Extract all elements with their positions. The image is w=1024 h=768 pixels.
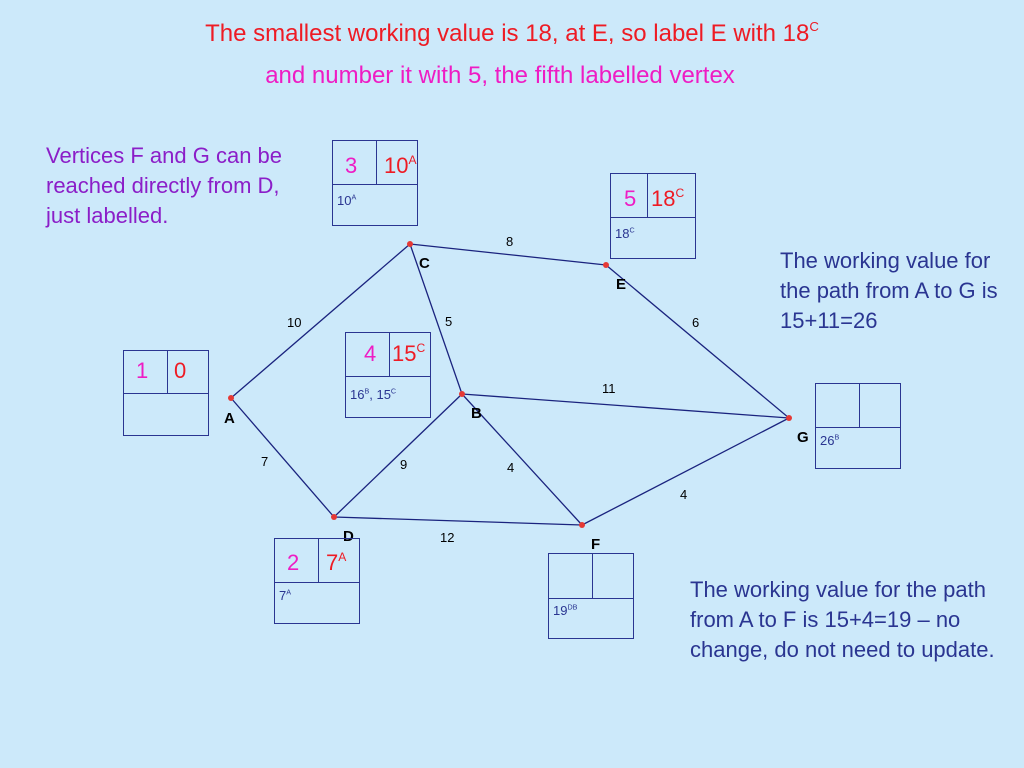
weight-a-c: 10 bbox=[287, 315, 301, 330]
edge-d-b bbox=[333, 393, 463, 518]
vertex-label-c: C bbox=[419, 255, 430, 272]
edge-b-g bbox=[461, 393, 790, 419]
work-g: 26B bbox=[820, 433, 840, 448]
perm-e: 18C bbox=[651, 185, 685, 211]
node-f bbox=[579, 522, 585, 528]
note-right-top: The working value for the path from A to… bbox=[780, 248, 998, 333]
order-e: 5 bbox=[624, 186, 637, 211]
title-line-1: The smallest working value is 18, at E, … bbox=[205, 19, 819, 47]
weight-b-f: 4 bbox=[507, 460, 514, 475]
weight-a-d: 7 bbox=[261, 454, 268, 469]
weight-c-e: 8 bbox=[506, 234, 513, 249]
label-box-c: 3 10A 10A bbox=[332, 140, 418, 226]
vertex-label-g: G bbox=[797, 429, 809, 446]
order-b: 4 bbox=[364, 341, 377, 366]
order-d: 2 bbox=[287, 550, 300, 575]
node-a bbox=[228, 395, 234, 401]
weight-b-g: 11 bbox=[602, 381, 616, 396]
perm-b: 15C bbox=[392, 340, 426, 366]
weight-e-g: 6 bbox=[692, 315, 699, 330]
perm-c: 10A bbox=[384, 152, 417, 178]
edge-c-b bbox=[409, 243, 463, 395]
node-g bbox=[786, 415, 792, 421]
title-line-2: and number it with 5, the fifth labelled… bbox=[265, 62, 735, 89]
label-box-d: 2 7A 7A bbox=[274, 538, 360, 624]
order-a: 1 bbox=[136, 358, 149, 383]
perm-a: 0 bbox=[174, 358, 187, 383]
order-c: 3 bbox=[345, 153, 358, 178]
weight-d-f: 12 bbox=[440, 530, 454, 545]
work-d: 7A bbox=[279, 588, 291, 603]
note-right-bottom: The working value for the path from A to… bbox=[690, 577, 995, 662]
node-b bbox=[459, 391, 465, 397]
label-box-b: 4 15C 16B, 15C bbox=[345, 332, 431, 418]
work-e: 18C bbox=[615, 226, 635, 241]
perm-d: 7A bbox=[326, 549, 347, 575]
node-d bbox=[331, 514, 337, 520]
edge-f-g bbox=[581, 417, 790, 526]
edge-c-e bbox=[409, 243, 607, 266]
edge-d-f bbox=[333, 516, 583, 526]
note-left: Vertices F and G can be reached directly… bbox=[46, 143, 283, 228]
work-b: 16B, 15C bbox=[350, 387, 397, 402]
work-c: 10A bbox=[337, 193, 357, 208]
vertex-label-a: A bbox=[224, 410, 235, 427]
label-box-a: 1 0 bbox=[123, 350, 209, 436]
vertex-label-d: D bbox=[343, 528, 354, 545]
edge-a-c bbox=[230, 243, 411, 399]
edge-a-d bbox=[230, 397, 335, 518]
vertex-label-b: B bbox=[471, 405, 482, 422]
weight-c-b: 5 bbox=[445, 314, 452, 329]
weight-d-b: 9 bbox=[400, 457, 407, 472]
label-box-e: 5 18C 18C bbox=[610, 173, 696, 259]
vertex-label-f: F bbox=[591, 536, 600, 553]
node-e bbox=[603, 262, 609, 268]
label-box-g: 26B bbox=[815, 383, 901, 469]
edge-e-g bbox=[605, 264, 790, 419]
node-c bbox=[407, 241, 413, 247]
weight-f-g: 4 bbox=[680, 487, 687, 502]
edge-b-f bbox=[461, 393, 583, 526]
vertex-label-e: E bbox=[616, 276, 626, 293]
work-f: 19DB bbox=[553, 603, 578, 618]
label-box-f: 19DB bbox=[548, 553, 634, 639]
